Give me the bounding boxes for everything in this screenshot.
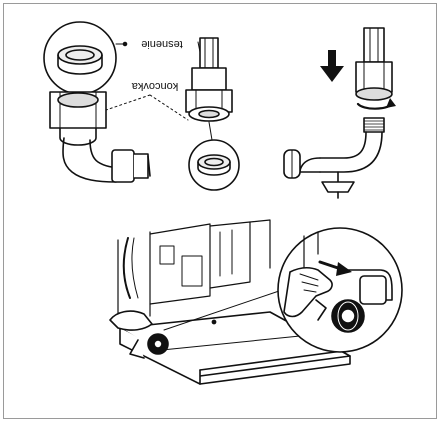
connector-leader-lines: [106, 95, 188, 120]
gasket-magnifier-left: [44, 22, 127, 94]
faucet-right: [284, 28, 396, 198]
gasket-label: tesnenie: [128, 38, 196, 50]
gasket-magnifier-middle: [189, 140, 239, 190]
down-arrow-icon: [320, 50, 344, 82]
hose-end-left: [50, 92, 150, 182]
faucet-fitting-middle: [186, 38, 232, 140]
connector-label: koncovka: [118, 80, 192, 92]
valve-magnifier: [278, 228, 402, 352]
